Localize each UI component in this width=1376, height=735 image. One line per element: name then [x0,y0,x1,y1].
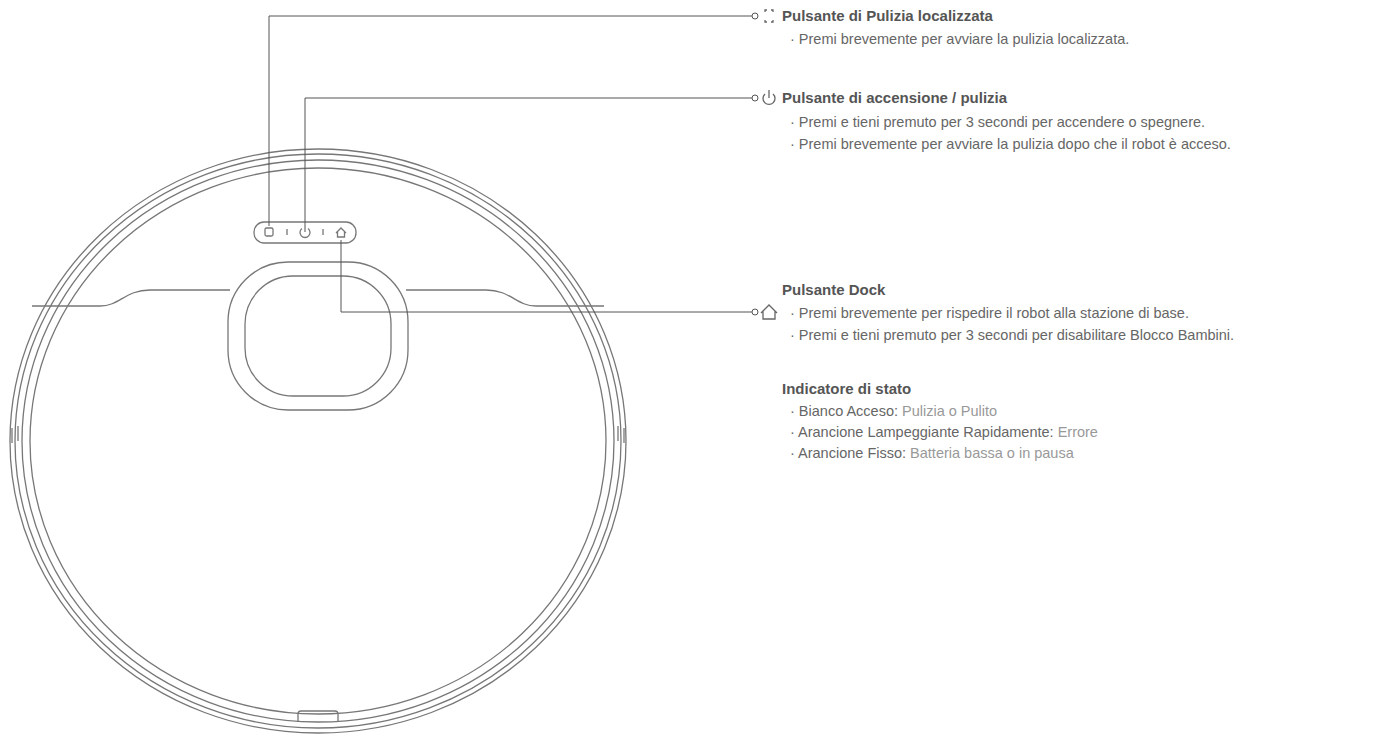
status-value: Batteria bassa o in pausa [910,445,1074,461]
status-value: Errore [1058,424,1098,440]
lidar-housing [228,262,408,410]
button-note: · Premi brevemente per avviare la pulizi… [790,29,1359,49]
dock-button [336,228,346,237]
power-icon [763,90,775,104]
button-title: Pulsante di Pulizia localizzata [782,7,1202,24]
rear-latch [298,711,338,722]
button-note: · Premi brevemente per avviare la pulizi… [790,134,1299,154]
status-key: · Bianco Acceso: [790,403,898,419]
status-value: Pulizia o Pulito [902,403,997,419]
robot-bumper [22,160,614,722]
robot-ring [15,154,621,728]
leader-dot [752,309,758,315]
power-button [300,226,310,238]
cover-seam-left [32,290,230,306]
button-note: · Premi e tieni premuto per 3 secondi pe… [790,112,1359,132]
leader-line [269,16,752,226]
robot-top-cover [30,168,606,714]
robot-outer-ring [10,149,626,733]
leader-line [305,98,752,226]
status-key: · Arancione Lampeggiante Rapidamente: [790,424,1054,440]
status-key: · Arancione Fisso: [790,445,906,461]
spot-button [265,228,273,236]
dock-icon [761,305,777,319]
button-title: Pulsante di accensione / pulizia [782,89,1202,106]
button-title: Pulsante Dock [782,281,1202,298]
lidar-cap [245,276,391,396]
status-row: · Arancione Fisso: Batteria bassa o in p… [790,445,1074,461]
status-row: · Bianco Acceso: Pulizia o Pulito [790,403,997,419]
leader-dot [752,95,758,101]
leader-line [341,240,752,312]
bumper-gap [12,426,624,443]
status-row: · Arancione Lampeggiante Rapidamente: Er… [790,424,1098,440]
status-title: Indicatore di stato [782,380,1202,397]
button-note: · Premi e tieni premuto per 3 secondi pe… [790,325,1249,345]
leader-dot [752,13,758,19]
cover-seam-right [406,290,604,306]
button-note: · Premi brevemente per rispedire il robo… [790,303,1359,323]
spot-icon [765,10,773,22]
